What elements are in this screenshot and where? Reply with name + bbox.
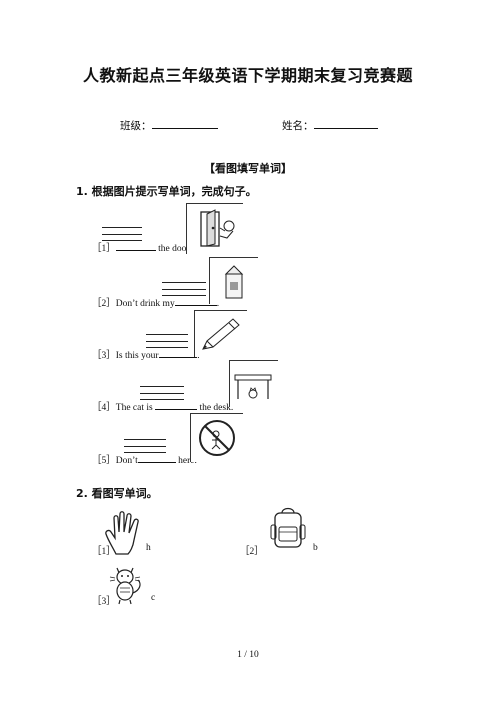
q2-item-1-number: ［1］ [92,547,116,557]
page-title: 人教新起点三年级英语下学期期末复习竞赛题 [82,66,413,85]
q1-item-1: ［1］ the door [92,240,190,254]
q1-3-answer-line[interactable] [146,347,188,348]
q2-item-2-number: ［2］ [240,547,264,557]
item-text-after: here. [178,456,197,466]
q1-5-blank[interactable] [137,462,176,463]
q2-item-1-letter: h [146,543,151,553]
item-text-after: the desk. [199,403,234,413]
item-number: ［1］ [92,244,116,254]
q1-5-answer-line[interactable] [124,439,166,440]
q2-item-3-letter: c [151,593,156,603]
q1-5-answer-line[interactable] [124,446,166,447]
q2-1-picture [102,510,150,556]
section-heading: 【看图填写单词】 [204,162,292,175]
q1-2-answer-line[interactable] [162,282,206,283]
q1-3-answer-line[interactable] [146,341,188,342]
q1-2-blank[interactable] [174,305,217,306]
q2-2-picture [268,505,308,551]
item-text-before: The cat is [115,403,153,413]
item-number: ［2］ [92,299,116,309]
item-text-after: the door [158,244,190,254]
name-field: 姓名： [282,118,378,133]
item-text-before: Don’t [115,456,138,466]
q1-2-picture [209,257,258,304]
q1-item-3: ［3］Is this your? [92,347,201,361]
item-text-before: Is this your [115,351,159,361]
q1-item-2: ［2］Don’t drink my. [92,295,219,309]
q1-5-picture [190,413,243,462]
q1-1-answer-line[interactable] [102,227,142,228]
item-number: ［3］ [92,351,116,361]
q1-2-answer-line[interactable] [162,295,206,296]
q1-1-blank[interactable] [115,250,156,251]
class-blank[interactable] [151,128,218,129]
q1-4-picture [229,360,278,407]
class-field: 班级： [120,118,218,133]
q1-1-answer-line[interactable] [102,240,142,241]
q1-5-answer-line[interactable] [124,452,166,453]
no-drawing-sign-icon [199,420,235,456]
q1-3-picture [194,310,247,357]
cat-under-desk-icon [234,374,272,399]
item-number: ［5］ [92,456,116,466]
q1-4-answer-line[interactable] [140,393,184,394]
open-door-icon [200,209,235,247]
q1-3-answer-line[interactable] [146,334,188,335]
class-label: 班级： [120,120,152,132]
name-blank[interactable] [313,128,378,129]
q2-item-2-letter: b [313,543,318,553]
item-number: ［4］ [92,403,116,413]
q2-item-3-number: ［3］ [92,597,116,607]
q1-4-answer-line[interactable] [140,386,184,387]
q1-item-5: ［5］Don’t here. [92,452,197,466]
q1-2-answer-line[interactable] [162,289,206,290]
item-text-after: . [216,299,220,309]
q2-3-picture [104,560,150,606]
q2-title: 2. 看图写单词。 [76,487,158,500]
q1-3-blank[interactable] [158,357,197,358]
q1-4-blank[interactable] [155,409,198,410]
q1-item-4: ［4］The cat is the desk. [92,399,233,413]
cat-icon [109,567,141,605]
hand-icon [105,511,139,555]
name-label: 姓名： [282,120,314,132]
q1-1-picture [186,203,243,254]
page-number: 1 / 10 [237,650,259,660]
q1-title: 1. 根据图片提示写单词，完成句子。 [76,185,257,198]
item-text-before: Don’t drink my [115,299,175,309]
q1-4-answer-line[interactable] [140,399,184,400]
milk-carton-icon [224,265,244,299]
pencil-icon [202,318,240,350]
backpack-icon [270,507,306,548]
q1-1-answer-line[interactable] [102,234,142,235]
